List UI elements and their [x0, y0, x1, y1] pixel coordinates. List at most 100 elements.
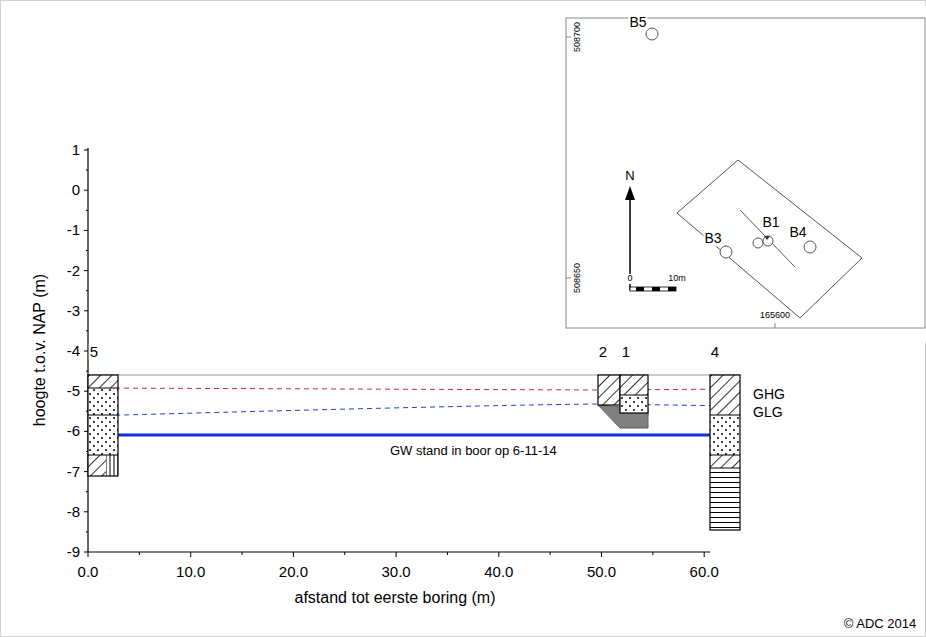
layer-boundary — [710, 455, 740, 456]
copyright-note: © ADC 2014 — [843, 617, 917, 631]
x-tick — [704, 552, 705, 557]
coordinate-label: 508700 — [573, 21, 583, 53]
x-minor-tick — [652, 552, 653, 555]
x-tick — [396, 552, 397, 557]
borehole-marker — [720, 246, 732, 258]
x-minor-tick — [242, 552, 243, 555]
map-frame — [566, 18, 925, 328]
x-minor-tick — [139, 552, 140, 555]
layer-boundary — [88, 388, 118, 389]
tick-label: 20.0 — [278, 564, 309, 581]
clay-layer — [88, 455, 106, 476]
tick-label: -4 — [66, 343, 81, 360]
scale-label: 0 — [626, 274, 633, 284]
axis-title: afstand tot eerste boring (m) — [294, 589, 497, 607]
clay-layer — [620, 375, 648, 395]
borehole-4 — [710, 375, 740, 530]
tick-label: 50.0 — [586, 564, 617, 581]
map-tick — [775, 323, 776, 328]
y-minor-tick — [86, 531, 88, 532]
section-line — [740, 210, 795, 267]
borehole-2 — [598, 375, 620, 405]
borehole-number: 1 — [621, 344, 631, 361]
tick-label: 30.0 — [380, 564, 411, 581]
scale-bar-block — [636, 287, 644, 291]
y-minor-tick — [86, 371, 88, 372]
x-tick — [498, 552, 499, 557]
scale-bar — [630, 287, 676, 291]
tick-label: -5 — [66, 383, 81, 400]
borehole-marker — [804, 241, 816, 253]
location-marker — [764, 236, 770, 240]
y-tick — [84, 310, 88, 311]
clay-layer — [88, 375, 118, 388]
tick-label: -3 — [66, 303, 81, 320]
y-minor-tick — [86, 210, 88, 211]
water-level-note: GW stand in boor op 6-11-14 — [389, 444, 558, 458]
north-label: N — [624, 169, 635, 183]
column-outline — [620, 375, 648, 413]
scale-label: 10m — [667, 274, 687, 284]
borehole-name: B4 — [788, 225, 807, 240]
peat-layer — [710, 468, 740, 530]
axis-title: hoogte t.o.v. NAP (m) — [31, 273, 49, 427]
tick-label: 0 — [71, 182, 81, 199]
tick-label: 1 — [71, 142, 81, 159]
borehole-5 — [88, 375, 118, 476]
y-tick — [84, 150, 88, 151]
scale-bar-outline — [630, 287, 676, 291]
y-tick — [84, 552, 88, 553]
x-tick — [601, 552, 602, 557]
x-tick — [293, 552, 294, 557]
coordinate-label: 165600 — [759, 311, 791, 321]
tick-label: 40.0 — [483, 564, 514, 581]
column-outline — [710, 375, 740, 530]
tick-label: 10.0 — [175, 564, 206, 581]
layer-boundary — [620, 395, 648, 396]
y-minor-tick — [86, 170, 88, 171]
sand-layer — [710, 415, 740, 455]
borehole-number: 2 — [598, 344, 608, 361]
tick-label: 60.0 — [689, 564, 720, 581]
y-tick — [84, 511, 88, 512]
level-label: GLG — [752, 405, 784, 420]
borehole-marker — [646, 28, 658, 40]
x-minor-tick — [344, 552, 345, 555]
tick-label: -9 — [66, 544, 81, 561]
clay-layer — [710, 375, 740, 415]
x-tick — [88, 552, 89, 557]
north-arrowhead — [625, 186, 635, 200]
water-levels — [88, 375, 740, 435]
location-map — [548, 6, 926, 342]
tick-label: -7 — [66, 463, 81, 480]
borehole-number: 4 — [710, 344, 720, 361]
sand-layer — [620, 395, 648, 413]
borehole-marker — [763, 236, 773, 246]
sand-layer — [88, 388, 118, 455]
layer-boundary — [88, 415, 118, 416]
borehole-name: B3 — [703, 231, 722, 246]
borehole-number: 5 — [89, 344, 99, 361]
borehole-columns — [88, 375, 740, 530]
loam-layer — [106, 455, 118, 476]
x-tick — [190, 552, 191, 557]
coordinate-label: 508650 — [573, 262, 583, 294]
scale-bar-block — [652, 287, 660, 291]
layer-boundary — [88, 455, 118, 456]
borehole-name: B5 — [628, 15, 647, 30]
borehole-name: B1 — [761, 215, 780, 230]
y-minor-tick — [86, 250, 88, 251]
column-outline — [88, 375, 118, 476]
level-label: GHG — [752, 387, 786, 402]
map-tick — [566, 278, 571, 279]
x-minor-tick — [447, 552, 448, 555]
y-tick — [84, 270, 88, 271]
clay-layer — [710, 455, 740, 468]
layer-boundary — [710, 468, 740, 469]
y-tick — [84, 351, 88, 352]
y-minor-tick — [86, 330, 88, 331]
tick-label: -2 — [66, 262, 81, 279]
x-axis — [88, 551, 710, 552]
